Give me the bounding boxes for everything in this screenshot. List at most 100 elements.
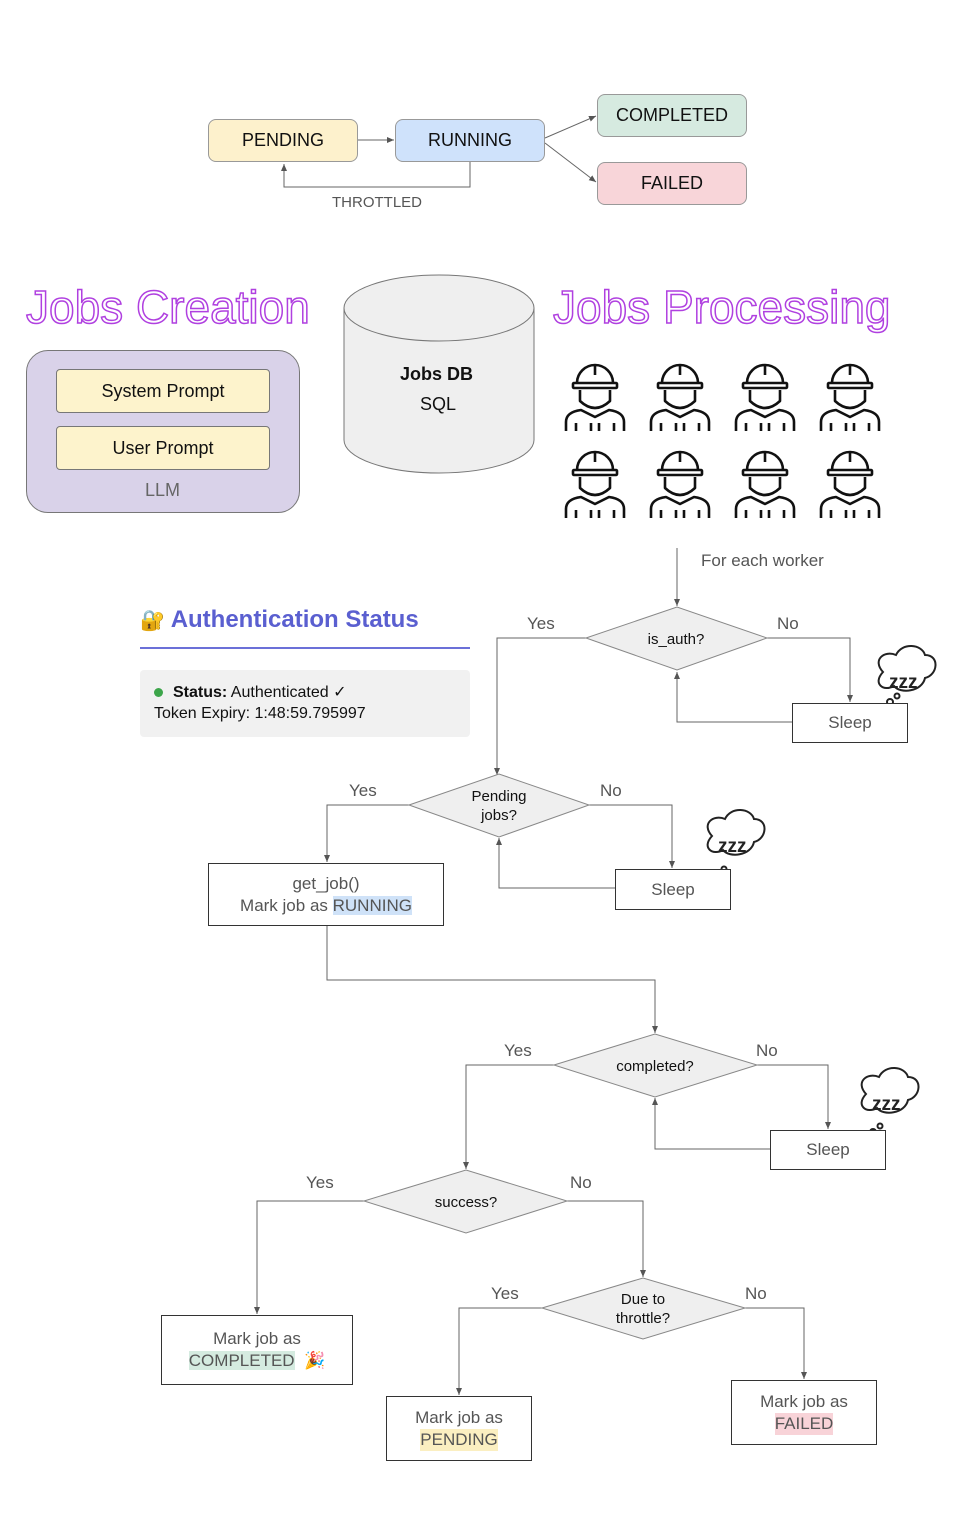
state-pending: PENDING — [208, 119, 358, 162]
is-auth-no: No — [777, 614, 799, 633]
worker-icon — [734, 450, 796, 518]
state-failed: FAILED — [597, 162, 747, 205]
throttle-yes: Yes — [491, 1284, 519, 1303]
state-completed-label: COMPLETED — [615, 105, 729, 125]
auth-divider — [140, 647, 470, 649]
auth-title: 🔐 Authentication Status — [140, 606, 419, 634]
worker-icon — [819, 363, 881, 431]
arrow-completed-yes — [463, 1064, 554, 1169]
arrow-getjob-completed — [326, 926, 658, 1033]
worker-icon — [564, 450, 626, 518]
running-highlight: RUNNING — [332, 895, 412, 915]
throttle-no: No — [745, 1284, 767, 1303]
worker-icon — [649, 363, 711, 431]
worker-icon — [819, 450, 881, 518]
party-icon: 🎉 — [304, 1351, 326, 1370]
is-auth-label: is_auth? — [647, 630, 705, 648]
status-dot — [154, 688, 163, 698]
mark-running-line: Mark job as RUNNING — [240, 895, 412, 917]
token-expiry: Token Expiry: 1:48:59.795997 — [154, 705, 366, 722]
due-to-throttle-label: Due to throttle? — [615, 1291, 671, 1327]
mark-completed-box: Mark job as COMPLETED 🎉 — [161, 1315, 353, 1385]
user-prompt-label: User Prompt — [112, 437, 214, 458]
db-name: Jobs DB — [400, 364, 474, 384]
arrow-pending-no — [588, 804, 675, 868]
worker-icon — [649, 450, 711, 518]
decision-throttle — [540, 1277, 747, 1340]
arrow-auth-yes — [494, 637, 586, 775]
status-value: Authenticated ✓ — [230, 684, 347, 701]
decision-success — [362, 1169, 569, 1234]
status-line: Status: Authenticated ✓ — [154, 682, 456, 703]
mark-running-prefix: Mark job as — [240, 895, 333, 915]
state-running: RUNNING — [395, 119, 545, 162]
zzz-text-1: zzz — [889, 672, 918, 693]
arrow-success-no — [566, 1200, 646, 1277]
arrow-auth-no — [766, 637, 853, 702]
throttled-label: THROTTLED — [332, 194, 422, 211]
state-running-label: RUNNING — [428, 130, 512, 150]
status-label: Status: — [173, 684, 228, 701]
zzz-text-3: zzz — [872, 1094, 901, 1115]
failed-highlight: FAILED — [774, 1412, 834, 1435]
arrow-throttle-no — [745, 1307, 807, 1379]
completed-yes: Yes — [504, 1041, 532, 1060]
mark-completed-prefix: Mark job as — [213, 1329, 301, 1348]
lock-icon: 🔐 — [140, 610, 165, 632]
pending-no: No — [600, 781, 622, 800]
arrow-throttle-yes — [456, 1307, 543, 1395]
pending-jobs-label: Pending jobs? — [471, 788, 527, 824]
sleep-label-1: Sleep — [828, 713, 872, 732]
user-prompt-box: User Prompt — [56, 426, 270, 470]
mark-pending-prefix: Mark job as — [415, 1407, 503, 1427]
mark-completed-line: COMPLETED 🎉 — [188, 1350, 326, 1372]
arrow-sleep1-back — [674, 672, 792, 723]
jobs-creation-title: Jobs Creation — [25, 280, 310, 334]
arrow-running-failed — [544, 142, 597, 183]
get-job-box: get_job() Mark job as RUNNING — [208, 863, 444, 926]
for-each-worker-label: For each worker — [701, 551, 824, 570]
pending-highlight: PENDING — [420, 1428, 498, 1451]
zzz-text-2: zzz — [718, 836, 747, 857]
arrow-completed-no — [756, 1064, 831, 1129]
database-cylinder — [343, 274, 535, 474]
auth-panel: Status: Authenticated ✓ Token Expiry: 1:… — [140, 670, 470, 737]
completed-no: No — [756, 1041, 778, 1060]
mark-pending-box: Mark job as PENDING — [386, 1396, 532, 1461]
success-no: No — [570, 1173, 592, 1192]
sleep-box-2: Sleep — [615, 869, 731, 910]
success-yes: Yes — [306, 1173, 334, 1192]
sleep-box-1: Sleep — [792, 703, 908, 743]
sleep-box-3: Sleep — [770, 1130, 886, 1170]
arrow-pending-yes — [324, 804, 410, 862]
completed-decision-label: completed? — [616, 1057, 694, 1075]
arrow-success-yes — [254, 1200, 364, 1314]
completed-highlight: COMPLETED — [188, 1351, 295, 1370]
state-failed-label: FAILED — [640, 173, 704, 193]
is-auth-yes: Yes — [527, 614, 555, 633]
sleep-label-2: Sleep — [651, 879, 695, 899]
jobs-processing-title: Jobs Processing — [552, 280, 891, 334]
decision-pending-jobs — [407, 773, 591, 838]
state-pending-label: PENDING — [241, 130, 324, 150]
decision-is-auth — [584, 606, 769, 671]
llm-label: LLM — [145, 480, 181, 500]
workers-grid — [564, 363, 881, 518]
worker-icon — [734, 363, 796, 431]
db-type: SQL — [420, 394, 457, 414]
get-job-label: get_job() — [292, 873, 360, 893]
mark-failed-box: Mark job as FAILED — [731, 1380, 877, 1445]
arrow-sleep2-back — [496, 838, 615, 889]
decision-completed — [552, 1033, 759, 1098]
mark-failed-prefix: Mark job as — [760, 1391, 848, 1411]
system-prompt-label: System Prompt — [101, 380, 225, 401]
success-label: success? — [434, 1193, 498, 1211]
arrow-sleep3-back — [652, 1098, 770, 1150]
arrow-throttled — [281, 162, 471, 188]
state-completed: COMPLETED — [597, 94, 747, 137]
pending-yes: Yes — [349, 781, 377, 800]
auth-title-text: Authentication Status — [170, 606, 419, 633]
worker-icon — [564, 363, 626, 431]
sleep-label-3: Sleep — [806, 1140, 850, 1159]
